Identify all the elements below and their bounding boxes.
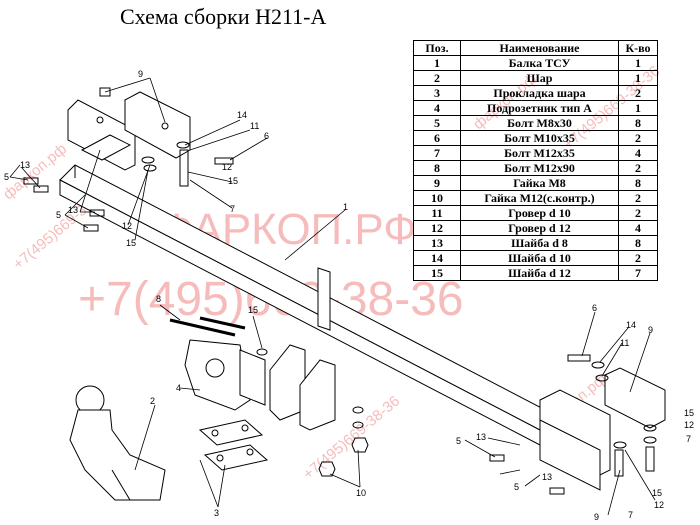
row-qty: 2 bbox=[618, 130, 658, 146]
callout-9: 9 bbox=[648, 325, 653, 335]
callout-7: 7 bbox=[686, 434, 691, 444]
callout-15: 15 bbox=[126, 238, 136, 248]
callout-6: 6 bbox=[264, 131, 269, 141]
row-qty: 7 bbox=[618, 265, 658, 281]
parts-table-header: Поз. Наименование К-во bbox=[413, 40, 658, 56]
callout-9: 9 bbox=[138, 69, 143, 79]
socket-bracket bbox=[184, 339, 266, 411]
row-name: Шайба d 12 bbox=[460, 265, 619, 281]
long-bolts bbox=[169, 316, 246, 337]
callout-4: 4 bbox=[176, 383, 181, 393]
callout-7: 7 bbox=[230, 204, 235, 214]
callout-14: 14 bbox=[626, 320, 636, 330]
callout-8: 8 bbox=[156, 294, 161, 304]
callout-11: 11 bbox=[250, 121, 259, 131]
callout-5: 5 bbox=[514, 482, 519, 492]
callout-13: 13 bbox=[542, 472, 552, 482]
callout-5: 5 bbox=[4, 172, 9, 182]
callout-12: 12 bbox=[684, 420, 694, 430]
diagram-title: Схема сборки H211-A bbox=[120, 4, 327, 29]
spacer-plates bbox=[198, 419, 269, 471]
leader-lines bbox=[9, 77, 656, 516]
left-bracket bbox=[67, 91, 191, 171]
row-qty: 2 bbox=[618, 160, 658, 176]
middle-brackets bbox=[269, 267, 336, 431]
callout-5: 5 bbox=[56, 210, 61, 220]
row-name: Шар bbox=[460, 70, 619, 86]
right-bracket bbox=[539, 367, 666, 491]
header-qty: К-во bbox=[618, 40, 658, 56]
callout-labels: 9 14 11 6 13 5 5 13 15 12 7 12 15 1 8 15… bbox=[4, 69, 694, 522]
callout-5: 5 bbox=[456, 436, 461, 446]
tow-ball bbox=[69, 385, 166, 501]
callout-6: 6 bbox=[592, 303, 597, 313]
callout-13: 13 bbox=[68, 205, 78, 215]
callout-15: 15 bbox=[248, 305, 258, 315]
callout-15: 15 bbox=[652, 488, 662, 498]
callout-12: 12 bbox=[654, 500, 664, 510]
callout-12: 12 bbox=[122, 221, 132, 231]
row-name: Шайба d 8 bbox=[460, 235, 619, 251]
callout-15: 15 bbox=[684, 408, 694, 418]
row-name: Прокладка шара bbox=[460, 85, 619, 101]
callout-13: 13 bbox=[20, 160, 30, 170]
callout-12: 12 bbox=[222, 162, 232, 172]
callout-9: 9 bbox=[594, 512, 599, 522]
callout-7: 7 bbox=[628, 510, 633, 520]
row-qty: 1 bbox=[618, 55, 658, 71]
row-qty: 1 bbox=[618, 100, 658, 116]
callout-11: 11 bbox=[620, 338, 629, 348]
row-qty: 2 bbox=[618, 205, 658, 221]
header-name: Наименование bbox=[460, 40, 619, 56]
row-name: Гайка М12(с.контр.) bbox=[460, 190, 619, 206]
callout-3: 3 bbox=[214, 508, 219, 518]
callout-1: 1 bbox=[343, 202, 348, 212]
callout-13: 13 bbox=[476, 432, 486, 442]
callout-10: 10 bbox=[356, 488, 366, 498]
row-name: Гайка М8 bbox=[460, 175, 619, 191]
hardware bbox=[23, 87, 657, 495]
row-qty: 4 bbox=[618, 145, 658, 161]
callout-2: 2 bbox=[150, 396, 155, 406]
callout-14: 14 bbox=[237, 110, 247, 120]
callout-15: 15 bbox=[228, 176, 238, 186]
